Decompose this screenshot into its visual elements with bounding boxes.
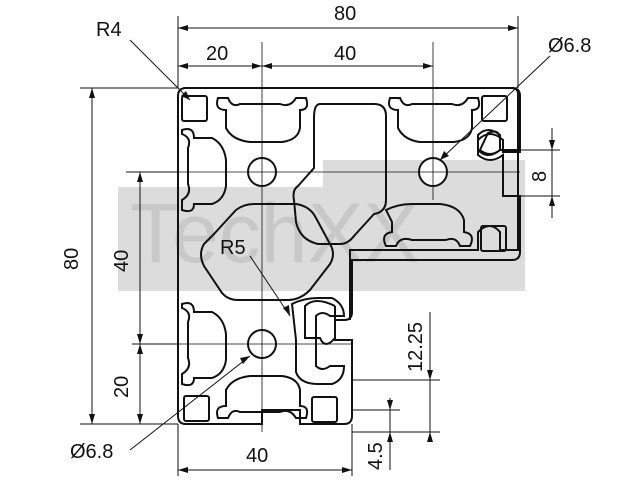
arrowheads xyxy=(89,25,555,473)
dimension-labels: 80 20 40 80 40 20 40 8 12.25 4.5 R4 R5 Ø… xyxy=(61,3,591,470)
dim-right-slot: 8 xyxy=(529,171,551,182)
dim-top-left-segment: 20 xyxy=(206,43,228,65)
callout-hole-bottom: Ø6.8 xyxy=(70,441,113,463)
dim-right-small: 4.5 xyxy=(365,442,387,470)
dim-top-total: 80 xyxy=(334,3,356,25)
watermark-text: TechXX xyxy=(130,186,420,280)
dim-bottom-total: 40 xyxy=(246,445,268,467)
callout-corner-radius: R4 xyxy=(96,19,122,41)
callout-hole-top: Ø6.8 xyxy=(548,35,591,57)
dim-left-lower: 20 xyxy=(111,376,133,398)
callout-inner-radius: R5 xyxy=(220,237,246,259)
dim-right-offset: 12.25 xyxy=(405,322,427,372)
dim-left-upper: 40 xyxy=(111,250,133,272)
dim-top-mid-segment: 40 xyxy=(334,43,356,65)
profile-outline xyxy=(177,87,521,425)
dim-left-total: 80 xyxy=(61,248,83,270)
dimension-lines xyxy=(80,16,560,476)
